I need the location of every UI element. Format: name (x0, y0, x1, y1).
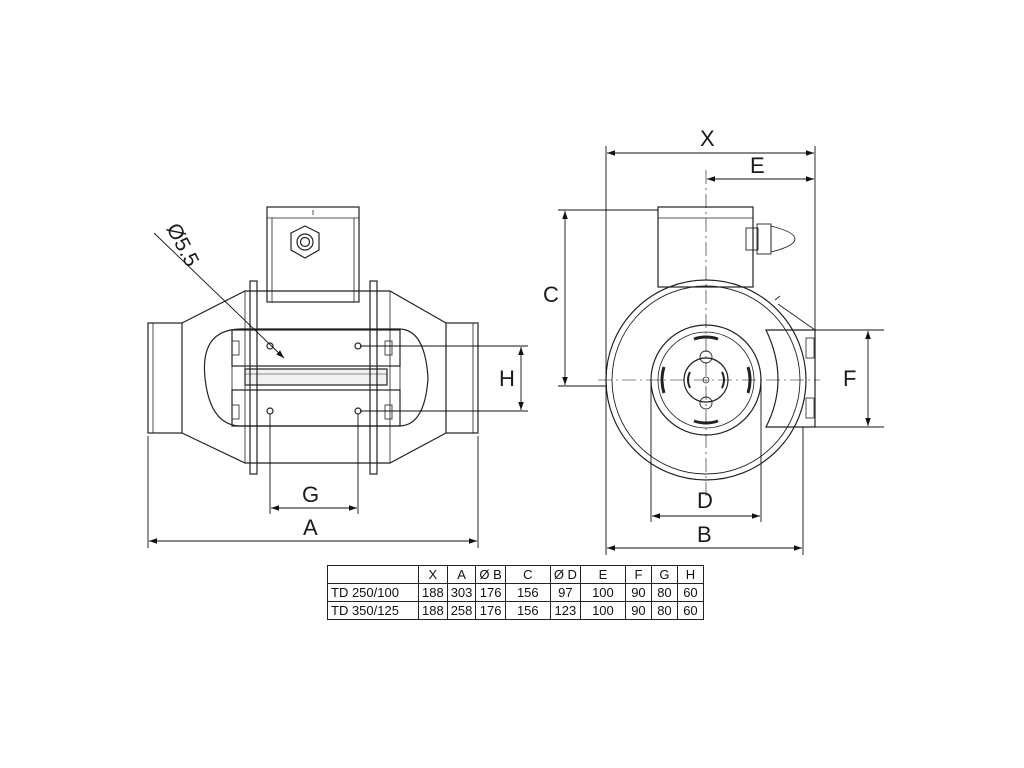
dimension-a-label: A (303, 515, 318, 540)
table-header-cell: E (579, 565, 626, 584)
table-cell: 60 (676, 601, 704, 620)
dimension-b-label: B (697, 522, 712, 547)
clamp-bar-right (369, 280, 378, 475)
dimension-d-label: D (697, 488, 713, 513)
dimension-f-label: F (843, 366, 856, 391)
front-junction-box (657, 206, 754, 288)
mount-hole (266, 342, 274, 350)
table-cell: 97 (549, 583, 581, 602)
table-cell: 90 (624, 601, 652, 620)
side-view-dimensions (147, 232, 528, 548)
right-spigot (445, 322, 479, 434)
table-header-cell: Ø B (475, 565, 506, 584)
table-header-cell: Ø D (549, 565, 581, 584)
table-cell: 156 (504, 583, 551, 602)
table-cell: 60 (676, 583, 704, 602)
table-header-cell: F (624, 565, 652, 584)
junction-box (266, 206, 360, 303)
table-header-cell: C (504, 565, 551, 584)
table-cell: 80 (650, 601, 678, 620)
left-spigot (147, 322, 183, 434)
side-view (147, 206, 479, 475)
mount-hole (266, 407, 274, 415)
table-cell: 90 (624, 583, 652, 602)
table-header-cell: X (418, 565, 448, 584)
dimension-h-label: H (499, 366, 515, 391)
table-header-cell: A (446, 565, 477, 584)
table-cell: 156 (504, 601, 551, 620)
table-cell: 100 (579, 601, 626, 620)
cable-gland-nut (290, 225, 320, 259)
fan-body-outline (181, 290, 447, 464)
table-header-cell: H (676, 565, 704, 584)
dimension-table: X A Ø B C Ø D E F G H TD 250/100 188 303… (327, 565, 704, 620)
table-cell: 176 (475, 601, 506, 620)
table-header-cell: G (650, 565, 678, 584)
table-cell: 100 (579, 583, 626, 602)
table-cell: TD 350/125 (327, 601, 419, 620)
table-cell: 123 (549, 601, 581, 620)
cable-gland (745, 223, 796, 255)
table-cell: 188 (418, 583, 448, 602)
front-view-dimensions (558, 146, 884, 555)
table-row: TD 350/125 188 258 176 156 123 100 90 80… (327, 601, 704, 620)
table-cell: 258 (446, 601, 477, 620)
clamp-bar-left (249, 280, 258, 475)
side-bracket (765, 329, 816, 428)
dimension-c-label: C (543, 282, 559, 307)
dimension-g-label: G (302, 482, 319, 507)
table-row: TD 250/100 188 303 176 156 97 100 90 80 … (327, 583, 704, 602)
dimension-x-label: X (700, 126, 715, 151)
table-cell: TD 250/100 (327, 583, 419, 602)
table-header-row: X A Ø B C Ø D E F G H (327, 565, 704, 584)
front-view (605, 206, 816, 481)
table-cell: 188 (418, 601, 448, 620)
table-cell: 176 (475, 583, 506, 602)
table-cell: 303 (446, 583, 477, 602)
dimension-e-label: E (750, 153, 765, 178)
hole-diameter-label: Ø5.5 (162, 220, 204, 271)
table-header-cell (327, 565, 419, 584)
hole-leader-line (153, 232, 285, 359)
table-cell: 80 (650, 583, 678, 602)
